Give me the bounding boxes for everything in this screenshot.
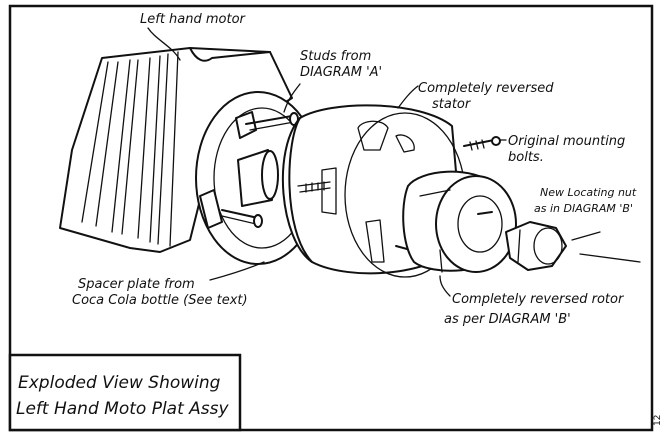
label-bolts-line2: bolts. bbox=[508, 150, 544, 165]
leader-stator bbox=[397, 85, 419, 109]
leader-spacer-plate bbox=[209, 261, 265, 281]
leader-rotor bbox=[439, 275, 451, 297]
leader-shaft-axis bbox=[579, 253, 641, 263]
label-stator-line1: Completely reversed bbox=[418, 81, 554, 96]
label-locating-line1: New Locating nut bbox=[540, 186, 637, 199]
caption-box bbox=[8, 353, 242, 432]
label-rotor-line2: as per DIAGRAM 'B' bbox=[444, 312, 571, 327]
page-number: 12 bbox=[653, 415, 663, 426]
mounting-bolts-drawing bbox=[463, 136, 501, 151]
label-studs-line1: Studs from bbox=[300, 49, 371, 64]
caption-line2: Left Hand Moto Plat Assy bbox=[16, 399, 229, 419]
leader-left-hand-motor bbox=[147, 27, 181, 61]
outer-frame bbox=[8, 4, 654, 432]
label-stator-line2: stator bbox=[432, 97, 472, 112]
label-rotor-line1: Completely reversed rotor bbox=[452, 292, 625, 307]
leader-locating-nut bbox=[571, 231, 601, 241]
label-locating-line2: as in DIAGRAM 'B' bbox=[534, 202, 633, 215]
label-spacer-line2: Coca Cola bottle (See text) bbox=[72, 293, 248, 308]
leader-studs bbox=[283, 83, 301, 113]
rotor-drawing bbox=[402, 170, 517, 273]
caption-line1: Exploded View Showing bbox=[18, 373, 221, 393]
label-spacer-line1: Spacer plate from bbox=[78, 277, 195, 292]
locating-nut-drawing bbox=[505, 221, 567, 271]
label-bolts-line1: Original mounting bbox=[508, 134, 625, 149]
label-studs-line2: DIAGRAM 'A' bbox=[300, 65, 382, 80]
label-left-hand-motor: Left hand motor bbox=[140, 12, 247, 27]
